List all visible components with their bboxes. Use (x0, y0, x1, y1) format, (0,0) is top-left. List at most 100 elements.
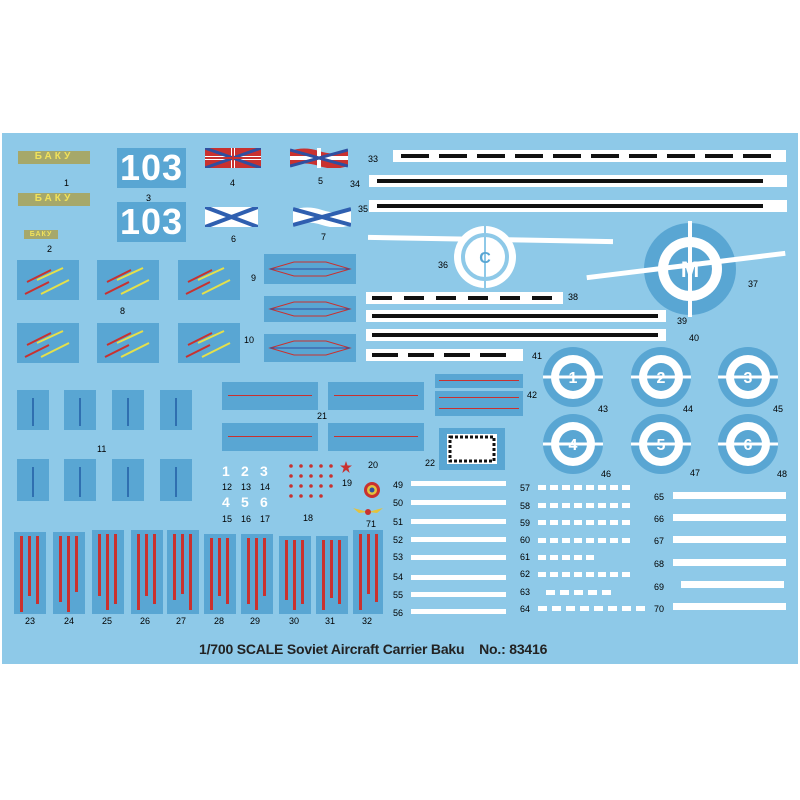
label-38: 38 (568, 292, 579, 302)
stripe-panel-31 (316, 536, 348, 614)
label-35: 35 (358, 204, 369, 214)
deck-marking-22 (439, 428, 505, 470)
product-number: No.: 83416 (479, 641, 548, 657)
dot-line-58 (538, 503, 630, 508)
label-67: 67 (654, 536, 665, 546)
stripe-panel-27 (167, 530, 199, 614)
deck-marking-11c (112, 390, 144, 430)
dot-line-60 (538, 538, 630, 543)
deck-marking-11f (64, 459, 96, 501)
svg-text:4: 4 (569, 437, 578, 454)
label-32: 32 (362, 616, 373, 626)
white-line-49 (411, 481, 506, 486)
label-58: 58 (520, 501, 531, 511)
dot-line-62 (538, 572, 630, 577)
naval-jack-flag-5 (290, 148, 348, 168)
helipad-circle-36: C (454, 223, 516, 291)
stripe-panel-32 (353, 530, 383, 614)
label-37: 37 (748, 279, 759, 289)
label-64: 64 (520, 604, 531, 614)
white-bar-70 (673, 603, 786, 610)
ship-name-decal-1b: БАКУ (18, 193, 90, 206)
label-23: 23 (25, 616, 36, 626)
ship-name-decal-2: БАКУ (24, 230, 58, 239)
label-40: 40 (689, 333, 700, 343)
label-10: 10 (244, 335, 255, 345)
numbered-circle-47: 5 (631, 414, 691, 474)
stripe-panel-30 (279, 536, 311, 614)
deck-marking-9c (264, 334, 356, 362)
label-61: 61 (520, 552, 531, 562)
deck-line-38 (366, 292, 563, 304)
circle-letter-c: C (479, 250, 491, 267)
digit-decal-1: 1 (222, 463, 230, 479)
deck-marking-11g (112, 459, 144, 501)
label-4: 4 (230, 178, 236, 188)
stripe-panel-25 (92, 530, 124, 614)
svg-text:3: 3 (744, 370, 753, 387)
deck-marking-9b (264, 296, 356, 322)
label-31: 31 (325, 616, 336, 626)
label-63: 63 (520, 587, 531, 597)
stripe-panel-26 (131, 530, 163, 614)
digit-decal-6: 6 (260, 494, 268, 510)
label-47: 47 (690, 468, 701, 478)
label-21: 21 (317, 411, 328, 421)
digit-decal-3: 3 (260, 463, 268, 479)
digit-decal-5: 5 (241, 494, 249, 510)
label-17: 17 (260, 514, 271, 524)
label-15: 15 (222, 514, 233, 524)
label-29: 29 (250, 616, 261, 626)
svg-text:1: 1 (569, 370, 578, 387)
numbered-circle-48: 6 (718, 414, 778, 474)
deck-marking-9a (264, 254, 356, 284)
label-42: 42 (527, 390, 538, 400)
label-14: 14 (260, 482, 271, 492)
deck-line-34 (369, 175, 787, 187)
label-19: 19 (342, 478, 353, 488)
deck-marking-10a (17, 323, 79, 363)
label-20: 20 (368, 460, 379, 470)
white-line-54 (411, 575, 506, 580)
digit-decal-2: 2 (241, 463, 249, 479)
label-30: 30 (289, 616, 300, 626)
deck-line-39 (366, 310, 666, 322)
label-16: 16 (241, 514, 252, 524)
ship-name-decal-1a: БАКУ (18, 151, 90, 164)
label-51: 51 (393, 517, 404, 527)
label-24: 24 (64, 616, 75, 626)
white-line-55 (411, 592, 506, 597)
label-39: 39 (677, 316, 688, 326)
deck-marking-42c (435, 402, 523, 416)
label-5: 5 (318, 176, 324, 186)
label-55: 55 (393, 590, 404, 600)
white-line-51 (411, 519, 506, 524)
white-bar-66 (673, 514, 786, 521)
deck-marking-11h (160, 459, 192, 501)
label-7: 7 (321, 232, 327, 242)
label-62: 62 (520, 569, 531, 579)
label-60: 60 (520, 535, 531, 545)
deck-marking-11a (17, 390, 49, 430)
label-13: 13 (241, 482, 252, 492)
label-70: 70 (654, 604, 665, 614)
label-45: 45 (773, 404, 784, 414)
hull-number-decal-b: 103 (117, 202, 186, 242)
dot-line-64 (538, 606, 645, 611)
label-8: 8 (120, 306, 126, 316)
hull-number-decal-a: 103 (117, 148, 186, 188)
label-6: 6 (231, 234, 237, 244)
deck-marking-10c (178, 323, 240, 363)
deck-marking-21c (222, 423, 318, 451)
label-54: 54 (393, 572, 404, 582)
label-18: 18 (303, 513, 314, 523)
deck-line-33 (393, 150, 786, 162)
white-bar-67 (673, 536, 786, 543)
label-34: 34 (350, 179, 361, 189)
wings-emblem-71 (353, 508, 383, 515)
label-22: 22 (425, 458, 436, 468)
dot-line-57 (538, 485, 630, 490)
helipad-circle-37: M (644, 221, 736, 317)
dot-line-59 (538, 520, 630, 525)
sheet-title: 1/700 SCALE Soviet Aircraft Carrier Baku (199, 641, 465, 657)
